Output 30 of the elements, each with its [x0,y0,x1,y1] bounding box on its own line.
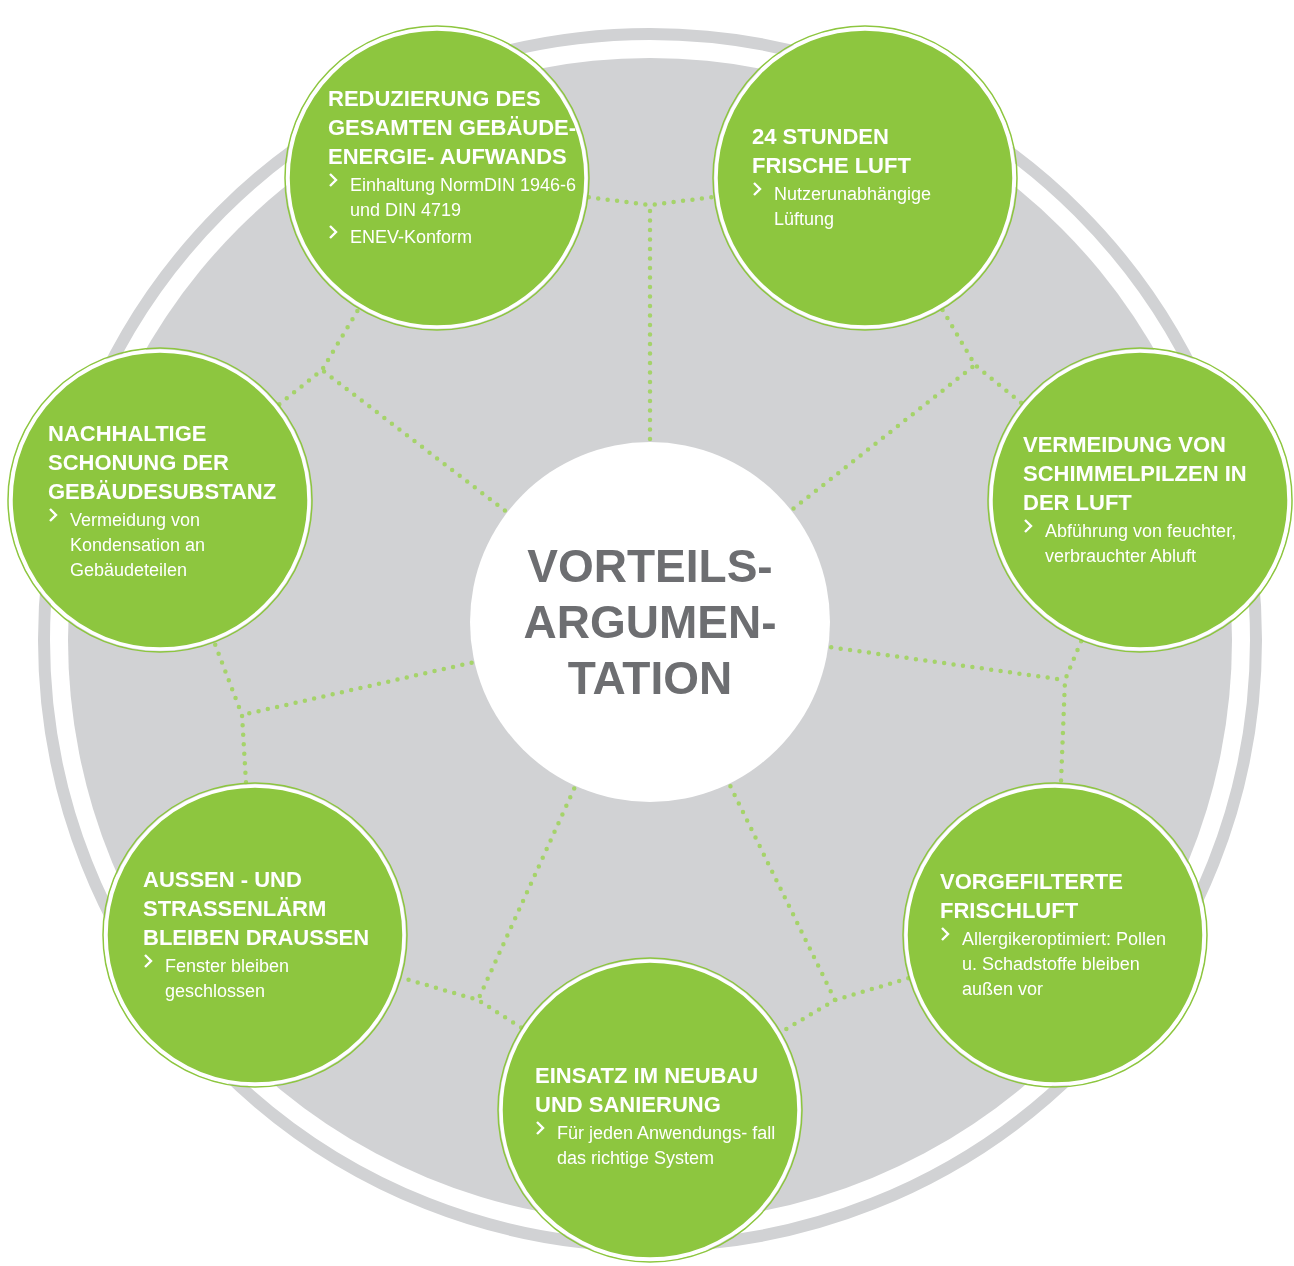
dotted-connector [728,784,838,1003]
bullet-text: ENEV-Konform [350,227,473,247]
topic-circle [496,956,804,1264]
dotted-connector [277,307,361,407]
bullet-text: Nutzerunabhängige Lüftung [774,184,932,229]
topic-heading: AUSSEN - UND STRASSENLÄRM BLEIBEN DRAUSSEN [143,866,371,952]
topic-circle [901,781,1209,1089]
dotted-connector [1058,639,1084,785]
topic-heading: EINSATZ IM NEUBAU UND SANIERUNG [535,1062,760,1119]
topic-heading: VERMEIDUNG VON SCHIMMELPILZEN IN DER LUFT [1023,431,1248,517]
topic-circle [101,781,409,1089]
bullet-text: Für jeden Anwendungs- fall das richtige System [557,1123,776,1168]
bullet-text: Vermeidung von Kondensation an Gebäudeteilen [70,510,206,580]
bullet-text: Einhaltung NormDIN 1946-6 und DIN 4719 [350,175,577,220]
center-title: VORTEILS- ARGUMEN- TATION [523,539,777,706]
topic-heading: VORGEFILTERTE FRISCHLUFT [940,868,1124,925]
bullet-text: Abführung von feuchter, verbrauchter Abluft [1045,521,1237,566]
topic-heading: NACHHALTIGE SCHONUNG DER GEBÄUDESUBSTANZ [48,420,278,506]
dotted-connector [586,194,716,208]
topic-circle [986,346,1294,654]
topic-circle [283,24,591,332]
bullet-text: Fenster bleiben geschlossen [165,956,290,1001]
bullet-text: Allergikeroptimiert: Pollen u. Schadstoffe bleiben außen vor [962,929,1167,999]
topic-heading: REDUZIERUNG DES GESAMTEN GEBÄUDE-ENERGIE- AUFWANDS [328,85,578,171]
dotted-connector [212,640,249,785]
topic-circle [6,346,314,654]
dotted-connector [940,307,1024,406]
dotted-connector [319,367,508,513]
topic-circle [711,24,1019,332]
topic-heading: 24 STUNDEN FRISCHE LUFT [752,123,912,180]
